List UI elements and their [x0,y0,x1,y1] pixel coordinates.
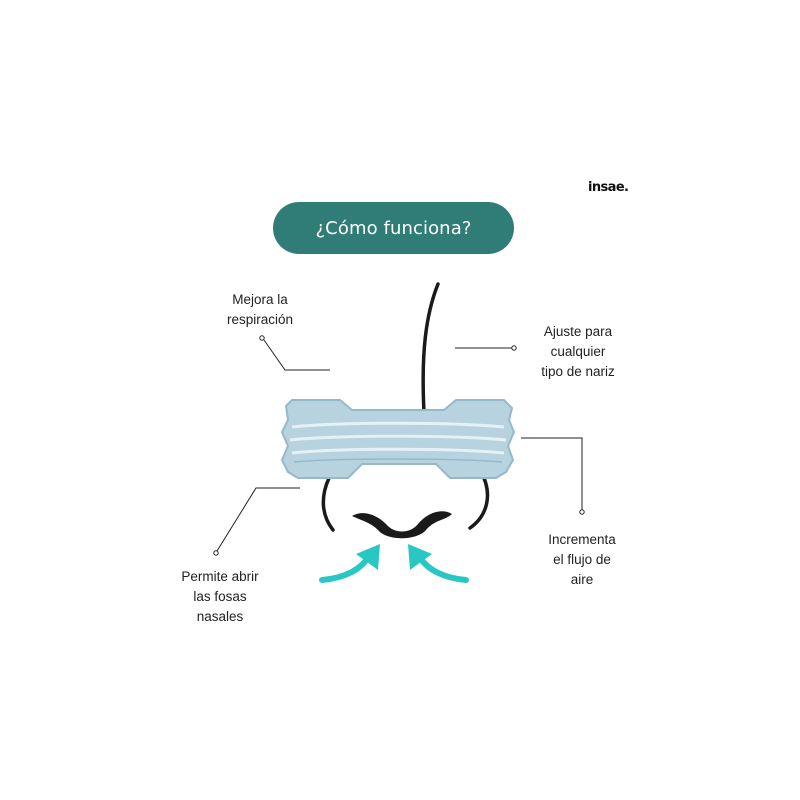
nose-bridge-line [421,282,440,432]
brand-logo: insae. [588,180,629,195]
label-fits-any-nose: Ajuste para cualquier tipo de nariz [541,324,615,379]
leader-ajuste [455,345,517,351]
airflow-arrow-right [408,544,469,583]
page-title: ¿Cómo funciona? [315,217,472,239]
nose-left-side [321,476,335,532]
nose-tip [352,511,452,539]
arrow-head-right [408,544,432,570]
label-opens-nostrils: Permite abrir las fosas nasales [181,569,259,624]
nasal-band [280,399,516,479]
title-pill: ¿Cómo funciona? [273,202,514,254]
band-ridge-1 [291,421,505,429]
band-body [280,399,516,479]
leader-mejora [259,335,330,371]
leader-incrementa [521,437,585,515]
arrow-head-left [356,544,380,570]
leader-permite [213,487,300,556]
band-ridge-shadow [293,458,503,463]
label-improves-breathing: Mejora la respiración [226,292,294,327]
band-ridge-3 [291,447,505,455]
label-increases-airflow: Incrementa el flujo de aire [548,532,616,587]
airflow-arrow-left [319,544,380,583]
band-ridge-2 [289,434,507,442]
